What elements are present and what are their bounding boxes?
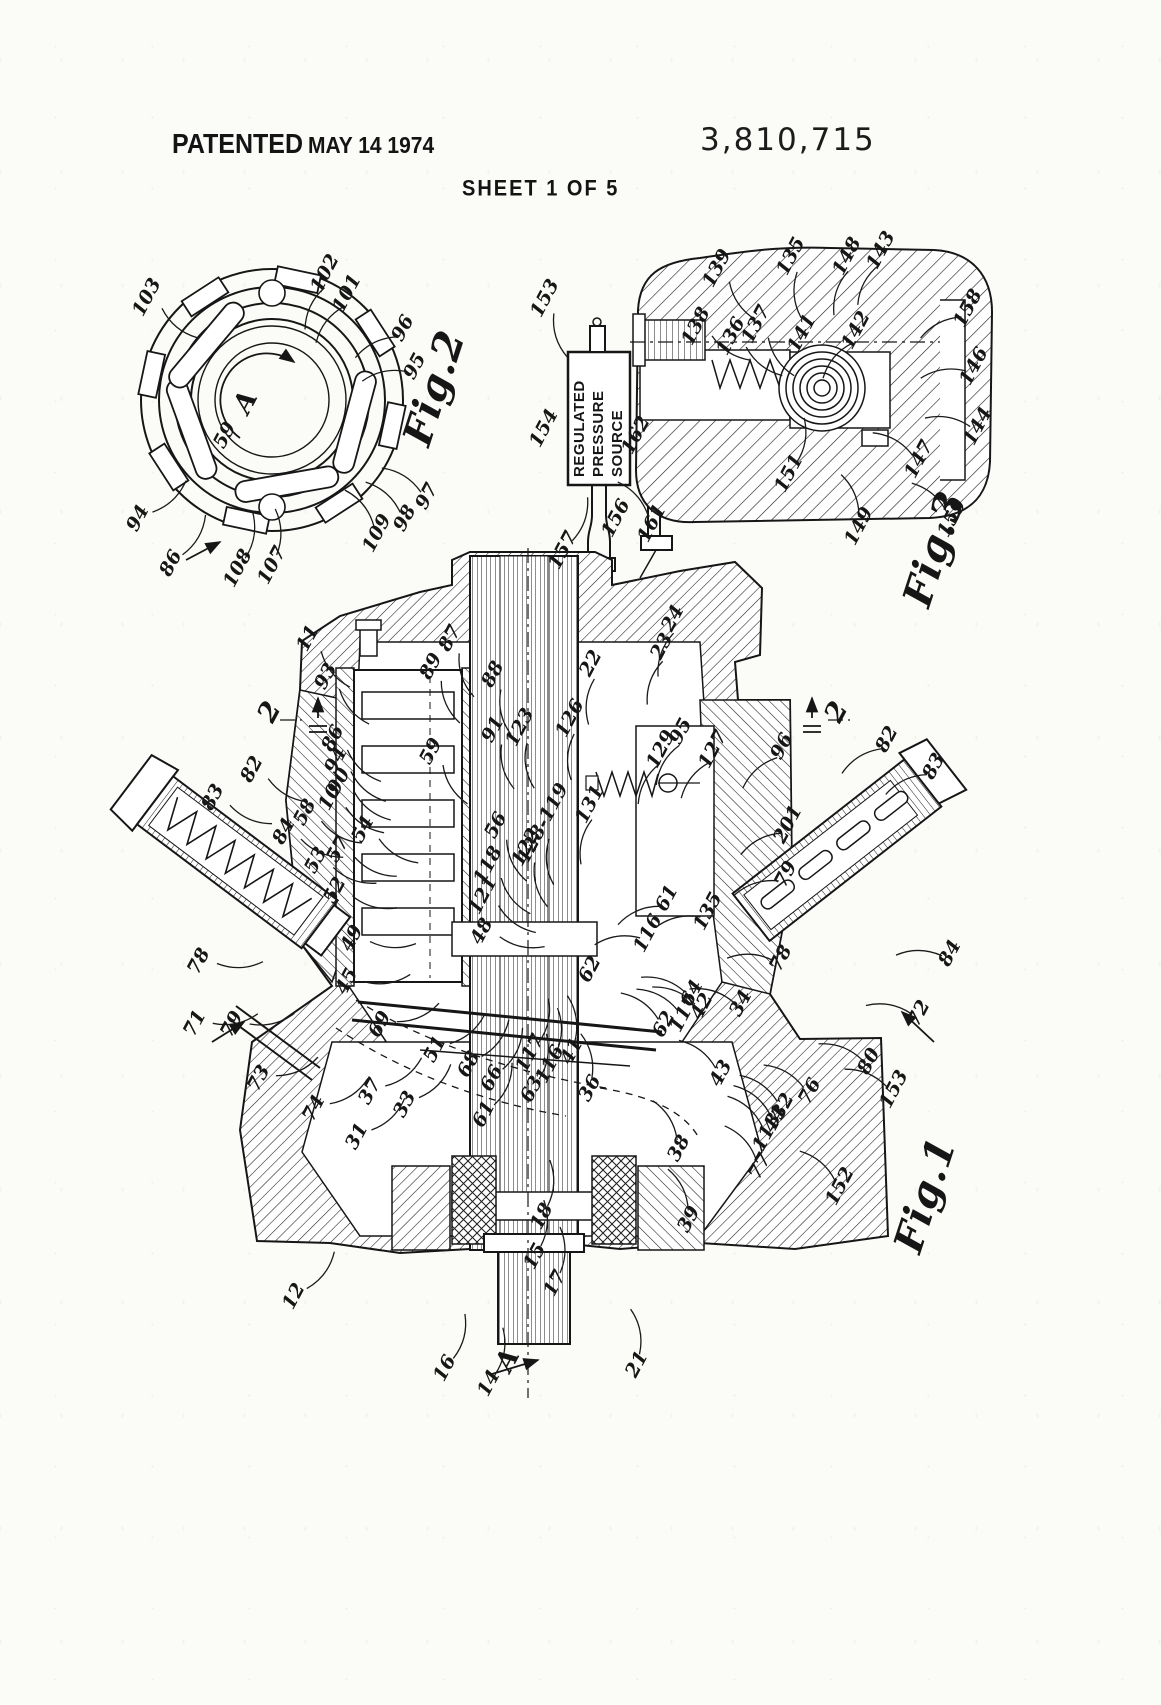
ref-numeral: 108 xyxy=(219,546,257,591)
pressure-source-line2: PRESSURE xyxy=(590,390,607,477)
leader-line xyxy=(842,749,881,773)
leader-line xyxy=(453,1314,465,1359)
leader-line xyxy=(183,515,206,555)
fig2-section-view xyxy=(138,266,405,560)
ref-numeral: 86 xyxy=(154,546,186,581)
leader-line xyxy=(230,805,272,823)
view-letter-label: 2 xyxy=(818,696,855,728)
ref-numeral: 97 xyxy=(411,479,443,513)
ref-numeral: 16 xyxy=(429,1351,461,1385)
ball-detent-bottom xyxy=(259,494,285,520)
ref-numeral: 78 xyxy=(183,944,215,978)
ref-numeral: 71 xyxy=(179,1006,211,1040)
ref-numeral: 153 xyxy=(526,276,564,321)
ball-detent-top xyxy=(259,280,285,306)
leader-line xyxy=(866,1004,911,1014)
ref-numeral: 59 xyxy=(209,418,241,452)
fig3-detail-view xyxy=(630,248,992,523)
leader-line xyxy=(217,962,263,968)
ref-numeral: 107 xyxy=(253,543,291,588)
ref-numeral: 84 xyxy=(933,936,965,971)
view-letter-label: 2 xyxy=(251,696,288,728)
pressure-source-line1: REGULATED xyxy=(571,380,588,477)
ref-numeral: 12 xyxy=(278,1279,310,1313)
ref-numeral: 109 xyxy=(358,511,396,556)
leader-line xyxy=(896,950,942,955)
leader-arrow-86 xyxy=(186,542,220,560)
leader-line xyxy=(553,313,567,357)
ref-numeral: 94 xyxy=(122,501,154,535)
ref-numeral: 82 xyxy=(870,722,902,757)
bearing-right xyxy=(592,1156,636,1244)
figure-title: Fig.1 xyxy=(884,1131,966,1259)
ref-numeral: 156 xyxy=(597,496,635,541)
ref-numeral: 82 xyxy=(235,752,267,787)
fig3-coil xyxy=(779,345,865,431)
leader-line xyxy=(307,1252,335,1289)
ref-numeral: 72 xyxy=(903,996,935,1030)
bearing-left xyxy=(452,1156,496,1244)
leader-line xyxy=(382,468,421,492)
ref-numeral: 154 xyxy=(525,406,563,451)
ref-numeral: 103 xyxy=(128,275,166,320)
view-letter-label: A xyxy=(225,385,264,421)
ref-numeral: 96 xyxy=(387,311,419,345)
ref-numeral: 21 xyxy=(620,1347,652,1382)
